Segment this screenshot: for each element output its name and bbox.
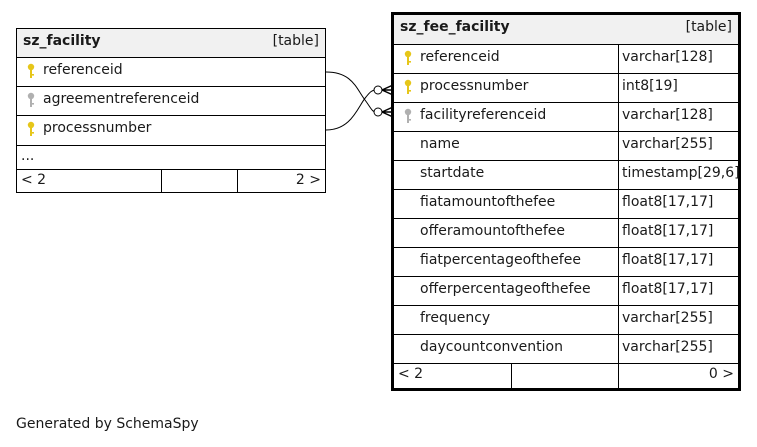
table-kind: [table] xyxy=(685,19,732,35)
table-name: sz_fee_facility xyxy=(400,19,510,35)
column-type: varchar[255] xyxy=(622,339,713,355)
column-row[interactable]: referenceid xyxy=(17,57,325,87)
table-footer: < 2 0 > xyxy=(394,363,738,388)
footer-children-count[interactable]: 0 > xyxy=(708,366,734,382)
column-row[interactable]: daycountconvention varchar[255] xyxy=(394,334,738,364)
column-row[interactable]: startdate timestamp[29,6] xyxy=(394,160,740,190)
column-type: varchar[255] xyxy=(622,310,713,326)
table-header: sz_facility [table] xyxy=(17,29,325,58)
column-name: facilityreferenceid xyxy=(420,107,547,123)
column-type: float8[17,17] xyxy=(622,281,714,297)
table-sz-fee-facility[interactable]: sz_fee_facility [table] referenceid varc… xyxy=(391,12,741,391)
column-name: name xyxy=(420,136,460,152)
column-name: processnumber xyxy=(420,78,529,94)
column-row[interactable]: referenceid varchar[128] xyxy=(394,44,738,74)
column-row[interactable]: facilityreferenceid varchar[128] xyxy=(394,102,738,132)
column-name: fiatamountofthefee xyxy=(420,194,556,210)
foreign-key-icon xyxy=(404,108,412,123)
table-footer: < 2 2 > xyxy=(17,169,325,193)
column-name: offerpercentageofthefee xyxy=(420,281,591,297)
column-row[interactable]: fiatamountofthefee float8[17,17] xyxy=(394,189,738,219)
column-row[interactable]: offerpercentageofthefee float8[17,17] xyxy=(394,276,738,306)
column-type: timestamp[29,6] xyxy=(622,165,740,181)
column-type: float8[17,17] xyxy=(622,194,714,210)
relationship-line-processnumber xyxy=(325,89,377,131)
column-name: referenceid xyxy=(43,62,123,78)
column-type: int8[19] xyxy=(622,78,678,94)
relationship-end-circle xyxy=(373,85,383,95)
column-name: fiatpercentageofthefee xyxy=(420,252,581,268)
more-columns-ellipsis: ... xyxy=(21,148,35,164)
column-row[interactable]: frequency varchar[255] xyxy=(394,305,738,335)
table-header: sz_fee_facility [table] xyxy=(394,15,738,45)
column-name: daycountconvention xyxy=(420,339,563,355)
column-type: varchar[128] xyxy=(622,49,713,65)
table-sz-facility[interactable]: sz_facility [table] referenceid agreemen… xyxy=(16,28,326,193)
column-type: varchar[255] xyxy=(622,136,713,152)
more-columns-row[interactable]: ... xyxy=(17,145,325,170)
type-column-divider xyxy=(618,44,619,363)
column-row[interactable]: processnumber int8[19] xyxy=(394,73,738,103)
column-name: frequency xyxy=(420,310,491,326)
column-type: float8[17,17] xyxy=(622,252,714,268)
table-name: sz_facility xyxy=(23,33,101,49)
footer-parents-count[interactable]: < 2 xyxy=(21,172,47,188)
column-row[interactable]: agreementreferenceid xyxy=(17,86,325,116)
relationship-end-circle xyxy=(373,107,383,117)
column-row[interactable]: name varchar[255] xyxy=(394,131,738,161)
primary-key-icon xyxy=(27,121,35,136)
primary-key-icon xyxy=(404,50,412,65)
column-row[interactable]: offeramountofthefee float8[17,17] xyxy=(394,218,738,248)
column-name: processnumber xyxy=(43,120,152,136)
relationship-line-referenceid xyxy=(325,71,377,113)
column-type: varchar[128] xyxy=(622,107,713,123)
column-name: referenceid xyxy=(420,49,500,65)
foreign-key-icon xyxy=(27,92,35,107)
primary-key-icon xyxy=(404,79,412,94)
table-kind: [table] xyxy=(272,33,319,49)
primary-key-icon xyxy=(27,63,35,78)
generated-by-label: Generated by SchemaSpy xyxy=(16,416,199,432)
column-name: startdate xyxy=(420,165,485,181)
footer-parents-count[interactable]: < 2 xyxy=(398,366,424,382)
column-name: agreementreferenceid xyxy=(43,91,200,107)
column-row[interactable]: fiatpercentageofthefee float8[17,17] xyxy=(394,247,738,277)
column-name: offeramountofthefee xyxy=(420,223,565,239)
footer-children-count[interactable]: 2 > xyxy=(295,172,321,188)
column-type: float8[17,17] xyxy=(622,223,714,239)
column-row[interactable]: processnumber xyxy=(17,115,325,146)
